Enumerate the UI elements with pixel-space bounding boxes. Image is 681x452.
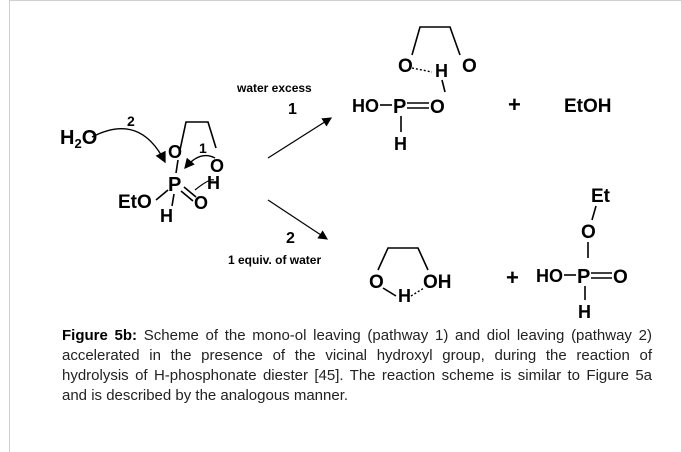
p1-double-oxygen: O bbox=[430, 97, 445, 118]
p2-oxygen-left: O bbox=[369, 272, 384, 293]
attack-number-2: 2 bbox=[127, 113, 135, 129]
product-2-structure: O H OH + Et O HO P O H bbox=[369, 186, 628, 320]
reactant-structure: H2O 2 O O 1 H P EtO H O bbox=[60, 113, 224, 226]
ring-oxygen-top: O bbox=[168, 142, 182, 162]
p2-hydrogen-mid: H bbox=[398, 286, 411, 306]
ring-arrow bbox=[184, 154, 216, 169]
pathway-1: water excess 1 bbox=[236, 81, 333, 159]
water-excess-label: water excess bbox=[236, 81, 312, 95]
p2-oxygen-top: O bbox=[581, 222, 596, 243]
ring-arrow-number-1: 1 bbox=[199, 140, 207, 156]
p2-double-oxygen: O bbox=[613, 267, 628, 288]
one-equiv-label: 1 equiv. of water bbox=[228, 253, 321, 267]
pathway-2: 2 1 equiv. of water bbox=[228, 199, 329, 267]
figure-caption: Figure 5b: Scheme of the mono-ol leaving… bbox=[62, 326, 652, 406]
p2-phosphorus: P bbox=[577, 266, 590, 288]
p1-hydroxyl: HO bbox=[352, 96, 379, 116]
phosphorus-atom: P bbox=[168, 174, 181, 196]
caption-label: Figure 5b: bbox=[62, 327, 138, 344]
ethanol-product: EtOH bbox=[564, 96, 612, 117]
figure-frame bbox=[9, 0, 681, 452]
pathway-1-arrow bbox=[267, 117, 333, 159]
p1-phosphorus: P bbox=[393, 96, 406, 118]
p1-oxygen-left: O bbox=[398, 56, 413, 77]
ring-hydrogen: H bbox=[207, 173, 220, 193]
plus-sign-1: + bbox=[508, 92, 521, 117]
plus-sign-2: + bbox=[506, 265, 519, 290]
p1-hydrogen-mid: H bbox=[435, 61, 448, 81]
ring-bonds bbox=[179, 121, 217, 151]
ring-oxygen-right: O bbox=[210, 156, 224, 176]
caption-text: Scheme of the mono-ol leaving (pathway 1… bbox=[62, 327, 652, 404]
p2-hydroxyl-right: OH bbox=[423, 272, 452, 293]
p-double-oxygen: O bbox=[194, 193, 208, 213]
pathway-1-number: 1 bbox=[288, 101, 297, 118]
ethoxy-group: EtO bbox=[118, 192, 152, 213]
water-label: H2O bbox=[60, 127, 97, 151]
p1-oxygen-right: O bbox=[462, 56, 477, 77]
p1-p-hydrogen: H bbox=[394, 134, 407, 154]
pathway-2-number: 2 bbox=[286, 230, 295, 247]
pathway-2-arrow bbox=[267, 199, 329, 240]
p2-hydroxyl: HO bbox=[536, 266, 563, 286]
product-1-structure: O H O HO P O H + EtOH bbox=[352, 26, 612, 154]
p2-p-hydrogen: H bbox=[578, 302, 591, 320]
p-hydrogen: H bbox=[160, 206, 173, 226]
reaction-scheme: H2O 2 O O 1 H P EtO H O water excess 1 2… bbox=[60, 26, 628, 320]
p2-ethyl: Et bbox=[591, 186, 611, 207]
water-attack-arrow bbox=[91, 128, 166, 164]
